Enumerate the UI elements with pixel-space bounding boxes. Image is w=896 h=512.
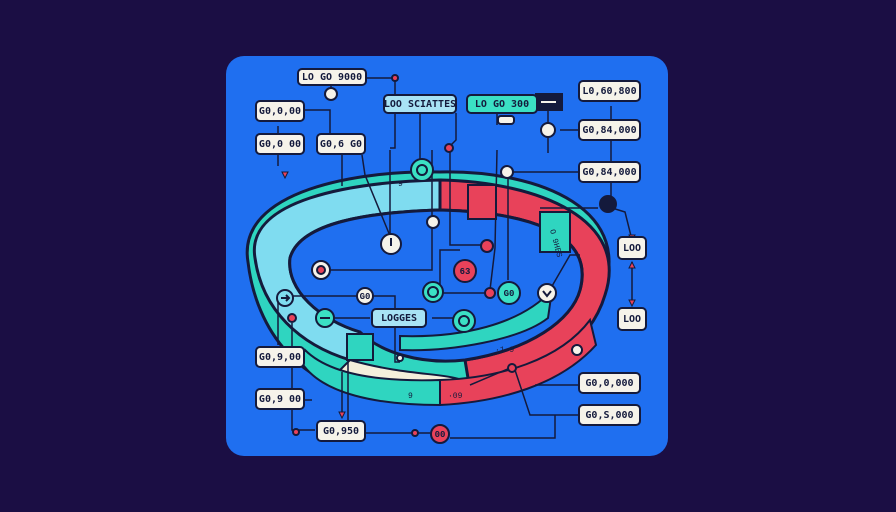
circle-node-icon: [324, 87, 338, 101]
circle-node-icon: [430, 424, 450, 444]
circle-node-icon: [396, 354, 404, 362]
circle-node-icon: [599, 195, 617, 213]
ring-text-2: 9: [408, 392, 413, 401]
circle-node-icon: [287, 313, 297, 323]
label-right-1: L0,60,800: [578, 80, 641, 102]
circle-node-icon: [497, 281, 521, 305]
arrow-right-icon: [281, 294, 291, 302]
circle-node-icon: [453, 259, 477, 283]
node-label-60a: G0: [504, 289, 515, 299]
label-left-3: G0,6 G0: [316, 133, 366, 155]
node-label-60b: G0: [360, 292, 371, 302]
label-right-2: G0,84,000: [578, 119, 641, 141]
circle-node-icon: [507, 363, 517, 373]
circle-node-icon: [452, 309, 476, 333]
node-label-63: 63: [460, 267, 471, 277]
circle-node-icon: [391, 74, 399, 82]
circle-node-icon: [422, 281, 444, 303]
circle-node-icon: [356, 287, 374, 305]
arrow-up-icon: [628, 260, 636, 269]
circle-node-icon: [540, 122, 556, 138]
ring-notch: [539, 211, 571, 253]
label-bottom-right-2: G0,S,000: [578, 404, 641, 426]
ring-text-1: 9: [398, 180, 403, 189]
circle-node-icon: [444, 143, 454, 153]
label-top-left-title: LO GO 9000: [297, 68, 367, 86]
label-middle-logges: LOGGES: [371, 308, 427, 328]
ring-text-4: ·09: [448, 392, 463, 401]
circle-node-icon: [484, 287, 496, 299]
circle-node-icon: [571, 344, 583, 356]
circle-node-icon: [292, 428, 300, 436]
circle-node-icon: [416, 164, 428, 176]
arrow-down-icon: [628, 299, 636, 308]
label-left-2: G0,0 00: [255, 133, 305, 155]
circle-node-icon: [427, 286, 439, 298]
label-bottom-left-2: G0,9 00: [255, 388, 305, 410]
label-right-3: G0,84,000: [578, 161, 641, 183]
ring-text-5: ·1 9: [495, 346, 514, 355]
circle-node-icon: [411, 429, 419, 437]
label-left-1: G0,0,00: [255, 100, 305, 122]
node-label-00: 00: [435, 430, 446, 440]
circle-node-icon: [426, 215, 440, 229]
circle-node-icon: [480, 239, 494, 253]
label-bottom-left-1: G0,9,00: [255, 346, 305, 368]
label-right-loo-2: LOO: [617, 307, 647, 331]
circle-node-icon: [458, 315, 470, 327]
circle-node-icon: [500, 165, 514, 179]
circle-node-icon: [410, 158, 434, 182]
circle-node-icon: [316, 265, 326, 275]
check-chevron-icon: [542, 290, 552, 298]
arrow-down-icon: [338, 411, 346, 420]
label-bottom-right-1: G0,0,000: [578, 372, 641, 394]
check-chevron-icon: [537, 283, 557, 303]
ring-notch-red: [467, 184, 497, 220]
label-bottom-center: G0,950: [316, 420, 366, 442]
label-right-loo-1: LOO: [617, 236, 647, 260]
diagram-nodes: [276, 74, 617, 444]
arrow-down-icon: [281, 171, 289, 180]
label-center-title: LOO SCIATTES: [383, 94, 457, 114]
ring-riser-block: [346, 333, 374, 361]
block-tab-dark: [497, 115, 515, 125]
label-top-right-teal: LO GO 300: [466, 94, 538, 114]
